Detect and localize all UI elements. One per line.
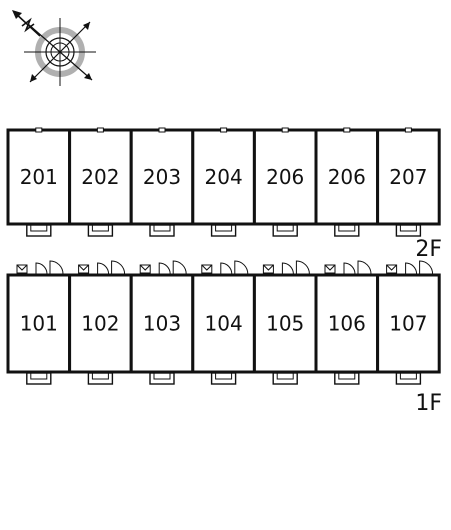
- balcony-icon: [149, 224, 175, 237]
- unit-1f-3: 104: [191, 260, 256, 385]
- meter-icon: [139, 264, 151, 274]
- unit-number: 207: [389, 165, 427, 189]
- unit-number: 203: [143, 165, 181, 189]
- unit-2f-0: 201: [6, 127, 72, 237]
- meter-icon: [201, 264, 213, 274]
- balcony-icon: [87, 224, 114, 237]
- door-icon: [405, 260, 434, 275]
- floor-label-1f: 1F: [415, 391, 442, 416]
- door-icon: [35, 260, 64, 275]
- unit-outline: [252, 128, 318, 226]
- unit-number: 206: [328, 165, 366, 189]
- window-mark: [158, 127, 166, 133]
- unit-number: 103: [143, 312, 181, 336]
- unit-number: 101: [20, 312, 58, 336]
- unit-outline: [191, 128, 256, 226]
- unit-2f-5: 206: [314, 127, 380, 237]
- unit-outline: [314, 273, 380, 374]
- balcony-icon: [395, 224, 422, 237]
- door-icon: [97, 260, 126, 275]
- balcony-icon: [149, 372, 175, 385]
- window-mark: [35, 127, 43, 133]
- balcony-icon: [334, 224, 360, 237]
- balcony-icon: [334, 372, 360, 385]
- balcony-icon: [210, 372, 237, 385]
- door-icon: [343, 260, 372, 275]
- balcony-icon: [272, 224, 298, 237]
- unit-1f-5: 106: [314, 260, 380, 385]
- unit-number: 201: [20, 165, 58, 189]
- unit-2f-2: 203: [129, 127, 195, 237]
- unit-number: 104: [205, 312, 243, 336]
- meter-icon: [386, 264, 398, 274]
- balcony-icon: [210, 224, 237, 237]
- north-arrow-icon: [12, 10, 41, 37]
- unit-number: 202: [81, 165, 119, 189]
- unit-outline: [6, 128, 72, 226]
- floor-2f: 201 202 203 204 206 206 207: [6, 127, 441, 237]
- balcony-icon: [26, 224, 52, 237]
- meter-icon: [78, 264, 90, 274]
- unit-2f-3: 204: [191, 127, 256, 237]
- compass-icon: [24, 18, 96, 86]
- meter-icon: [16, 264, 28, 274]
- door-icon: [220, 260, 249, 275]
- unit-number: 106: [328, 312, 366, 336]
- unit-2f-6: 207: [376, 127, 441, 237]
- unit-1f-4: 105: [252, 260, 318, 385]
- door-icon: [281, 260, 310, 275]
- meter-icon: [262, 264, 274, 274]
- unit-outline: [376, 273, 441, 374]
- meter-icon: [324, 264, 336, 274]
- floor-1f: 101 102 103 104 105 106 107: [6, 260, 441, 385]
- unit-2f-4: 206: [252, 127, 318, 237]
- balcony-icon: [395, 372, 422, 385]
- unit-number: 105: [266, 312, 304, 336]
- window-mark: [220, 127, 228, 133]
- balcony-icon: [87, 372, 114, 385]
- door-icon: [158, 260, 187, 275]
- unit-2f-1: 202: [68, 127, 133, 237]
- unit-1f-2: 103: [129, 260, 195, 385]
- unit-1f-1: 102: [68, 260, 133, 385]
- window-mark: [343, 127, 351, 133]
- unit-outline: [6, 273, 72, 374]
- unit-number: 107: [389, 312, 427, 336]
- unit-outline: [376, 128, 441, 226]
- unit-1f-6: 107: [376, 260, 441, 385]
- unit-number: 102: [81, 312, 119, 336]
- unit-1f-0: 101: [6, 260, 72, 385]
- window-mark: [96, 127, 104, 133]
- unit-number: 204: [205, 165, 243, 189]
- unit-number: 206: [266, 165, 304, 189]
- balcony-icon: [26, 372, 52, 385]
- balcony-icon: [272, 372, 298, 385]
- window-mark: [281, 127, 289, 133]
- unit-outline: [191, 273, 256, 374]
- unit-outline: [252, 273, 318, 374]
- floor-label-2f: 2F: [415, 237, 442, 262]
- window-mark: [404, 127, 412, 133]
